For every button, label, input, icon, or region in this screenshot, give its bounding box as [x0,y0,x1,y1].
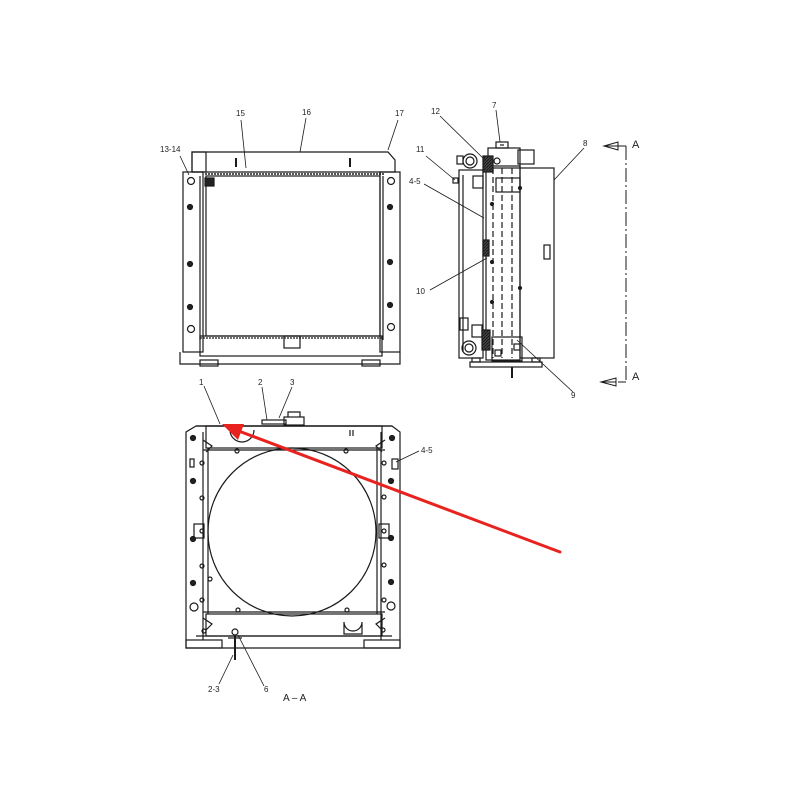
label-1: 1 [199,378,204,387]
section-line-a-a [599,141,627,387]
label-7: 7 [492,101,497,110]
red-annotation-arrow [222,424,562,554]
label-15: 15 [236,109,245,118]
label-9: 9 [571,391,576,400]
label-12: 12 [431,107,440,116]
label-4-5-side: 4-5 [409,177,421,186]
section-caption: A – A [283,693,307,704]
label-6: 6 [264,685,269,694]
label-8: 8 [583,139,588,148]
section-bolt-holes [189,434,396,634]
label-16: 16 [302,108,311,117]
label-11: 11 [416,145,425,154]
label-17: 17 [395,109,404,118]
section-marker-a-top: A [632,139,640,151]
label-10: 10 [416,287,425,296]
front-view [179,151,401,367]
leader-lines [179,109,585,687]
label-2: 2 [258,378,263,387]
label-4-5-section: 4-5 [421,446,433,455]
section-a-a-view [185,411,401,660]
section-marker-a-bottom: A [632,371,640,383]
side-view [452,141,555,378]
label-13-14: 13-14 [160,145,181,154]
label-3: 3 [290,378,295,387]
front-bolt-holes [186,176,396,334]
label-2-3: 2-3 [208,685,220,694]
